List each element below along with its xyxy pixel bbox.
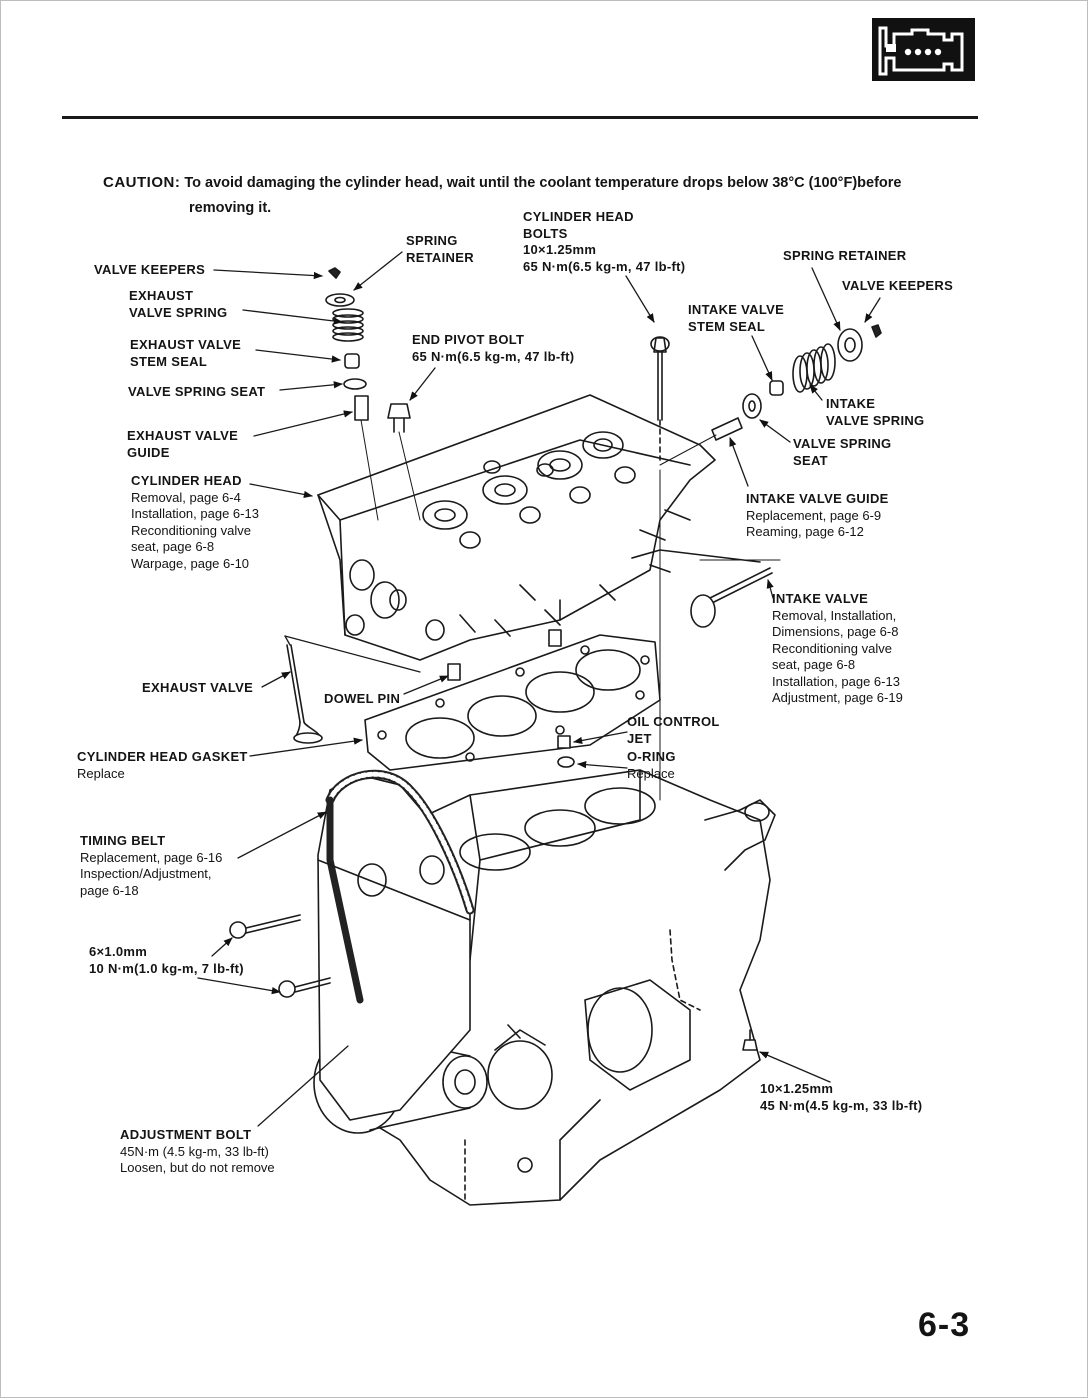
caution-text-line1: To avoid damaging the cylinder head, wai…: [184, 175, 902, 191]
head-gasket-drawing: [364, 634, 661, 771]
label-intake-valve-spring: INTAKE VALVE SPRING: [826, 396, 925, 428]
intake-valve-stack-drawing: [659, 324, 882, 466]
label-timing-belt: TIMING BELT Replacement, page 6-16 Inspe…: [80, 833, 223, 898]
label-spring-retainer-right: SPRING RETAINER: [783, 248, 907, 263]
label-oil-control-jet: OIL CONTROL JET: [627, 714, 720, 746]
caution-label: CAUTION:: [103, 174, 181, 191]
label-valve-keepers-left: VALVE KEEPERS: [94, 262, 206, 277]
exhaust-valve-drawing: [286, 644, 323, 744]
label-exhaust-valve-guide: EXHAUST VALVE GUIDE: [127, 428, 239, 460]
page-number: 6-3: [918, 1306, 971, 1344]
caution-notice: CAUTION: To avoid damaging the cylinder …: [103, 170, 963, 221]
label-spring-retainer-left: SPRING RETAINER: [406, 233, 474, 265]
label-intake-valve: INTAKE VALVE Removal, Installation, Dime…: [772, 591, 903, 705]
label-valve-spring-seat-left: VALVE SPRING SEAT: [128, 384, 266, 399]
label-valve-spring-seat-right: VALVE SPRING SEAT: [793, 436, 892, 468]
label-exhaust-valve: EXHAUST VALVE: [142, 680, 254, 695]
header-rule: [62, 116, 978, 119]
label-dowel-pin: DOWEL PIN: [324, 691, 401, 706]
label-cylinder-head-gasket: CYLINDER HEAD GASKET Replace: [77, 749, 248, 781]
section-badge: [872, 18, 975, 81]
end-pivot-bolt-drawing: [387, 403, 421, 521]
label-intake-valve-guide: INTAKE VALVE GUIDE Replacement, page 6-9…: [746, 491, 889, 539]
timing-belt-drawing: [317, 769, 475, 1121]
label-cylinder-head: CYLINDER HEAD Removal, page 6-4 Installa…: [131, 473, 259, 571]
label-adjustment-bolt: ADJUSTMENT BOLT 45N·m (4.5 kg-m, 33 lb-f…: [120, 1127, 275, 1175]
label-exhaust-valve-spring: EXHAUST VALVE SPRING: [129, 288, 228, 320]
label-o-ring: O-RING Replace: [627, 749, 676, 781]
engine-icon: [872, 18, 975, 81]
leader-lines: [197, 251, 881, 1127]
label-bolt-6x1: 6×1.0mm 10 N·m(1.0 kg-m, 7 lb-ft): [89, 944, 244, 976]
label-intake-valve-stem-seal: INTAKE VALVE STEM SEAL: [688, 302, 785, 334]
label-valve-keepers-right: VALVE KEEPERS: [842, 278, 954, 293]
intake-valve-drawing: [631, 549, 781, 628]
label-bolt-10x125: 10×1.25mm 45 N·m(4.5 kg-m, 33 lb-ft): [760, 1081, 923, 1113]
label-exhaust-valve-stem-seal: EXHAUST VALVE STEM SEAL: [130, 337, 242, 369]
head-bolt-drawing: [650, 336, 670, 801]
caution-text-line2: removing it.: [189, 200, 272, 216]
exhaust-valve-stack-drawing: [325, 267, 379, 521]
cylinder-head-drawing: [317, 394, 716, 661]
label-cylinder-head-bolts: CYLINDER HEAD BOLTS 10×1.25mm 65 N·m(6.5…: [523, 209, 686, 274]
label-end-pivot-bolt: END PIVOT BOLT 65 N·m(6.5 kg-m, 47 lb-ft…: [412, 332, 575, 364]
